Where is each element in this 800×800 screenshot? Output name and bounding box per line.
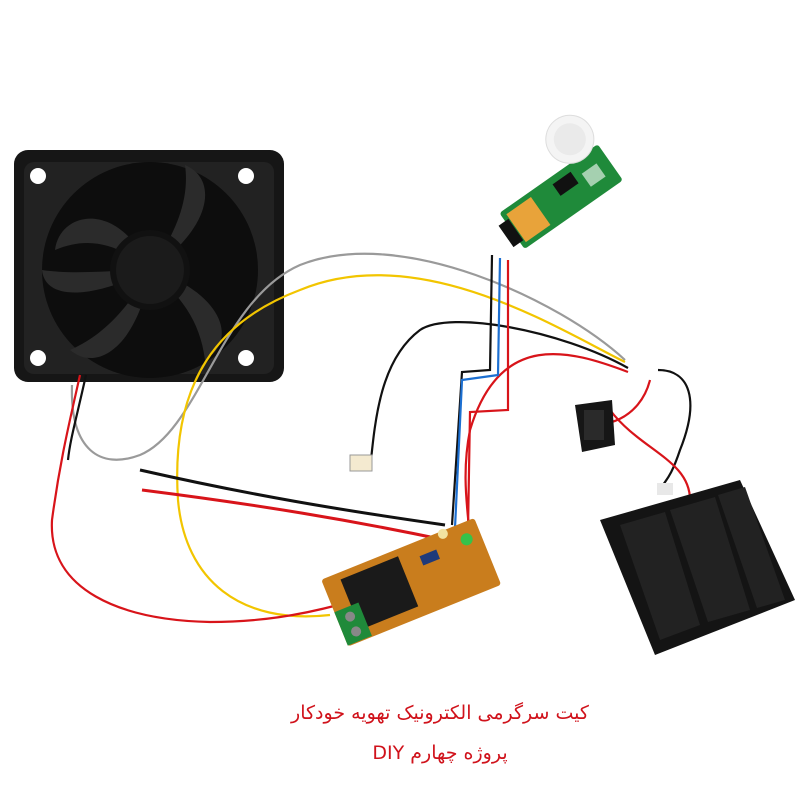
wires bbox=[50, 252, 692, 624]
caption-title: کیت سرگرمی الکترونیک تهویه خودکار bbox=[291, 702, 589, 724]
relay-module-icon bbox=[322, 518, 501, 646]
pir-sensor-icon bbox=[498, 114, 622, 248]
caption-subtitle: پروژه چهارم DIY bbox=[372, 742, 508, 764]
battery-holder-icon bbox=[600, 480, 795, 655]
fan-icon bbox=[14, 150, 284, 382]
switch-icon bbox=[575, 400, 615, 452]
connector-icon bbox=[349, 454, 373, 472]
